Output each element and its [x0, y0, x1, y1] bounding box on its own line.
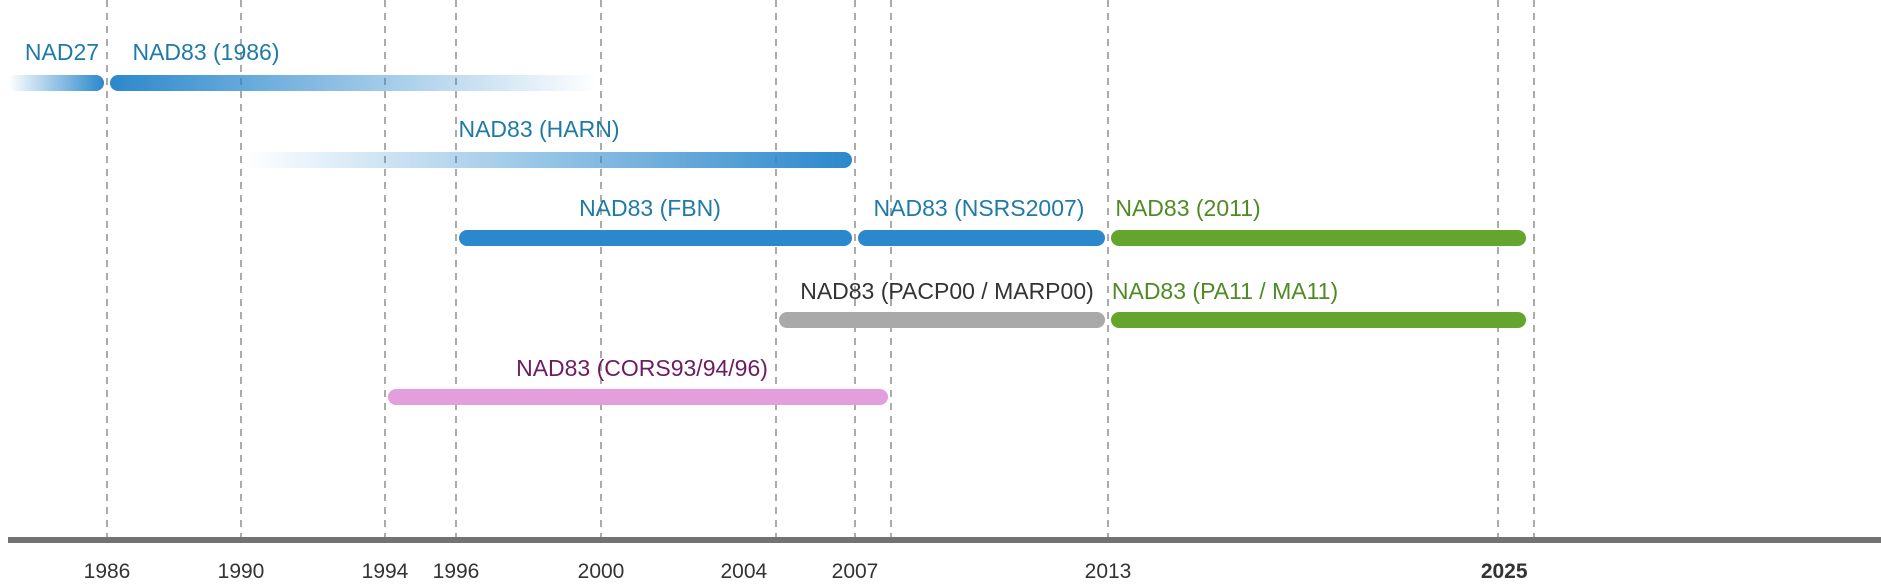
label-nad83-cors93-94-96: NAD83 (CORS93/94/96): [516, 355, 768, 381]
label-nad83-pa11-ma11: NAD83 (PA11 / MA11): [1112, 278, 1338, 304]
label-nad83-harn: NAD83 (HARN): [458, 116, 619, 142]
tick-label-2025: 2025: [1481, 560, 1528, 583]
label-nad83-1986: NAD83 (1986): [132, 39, 279, 65]
bar-nad83-harn: [244, 152, 852, 168]
tick-label-2000: 2000: [578, 560, 625, 583]
bar-nad83-pa11-ma11: [1111, 312, 1526, 328]
tick-label-1986: 1986: [84, 560, 131, 583]
label-nad27: NAD27: [25, 39, 99, 65]
tick-label-2007: 2007: [832, 560, 879, 583]
bar-nad83-cors93-94-96: [388, 389, 888, 405]
bar-labels: NAD27 NAD83 (1986) NAD83 (HARN) NAD83 (FBN)…: [25, 39, 1338, 381]
label-nad83-pacp00-marp00: NAD83 (PACP00 / MARP00): [800, 278, 1094, 304]
bar-nad83-2011: [1111, 230, 1526, 246]
tick-label-1996: 1996: [433, 560, 480, 583]
tick-label-2004: 2004: [720, 560, 767, 583]
timeline-bars: [8, 75, 1526, 405]
tick-label-1990: 1990: [218, 560, 265, 583]
bar-nad27: [8, 75, 104, 91]
label-nad83-fbn: NAD83 (FBN): [579, 195, 721, 221]
tick-label-2013: 2013: [1085, 560, 1132, 583]
bar-nad83-pacp00-marp00: [779, 312, 1105, 328]
label-nad83-nsrs2007: NAD83 (NSRS2007): [874, 195, 1085, 221]
gridlines: [106, 0, 1535, 537]
time-axis-ticks: 1986 1990 1994 1996 2000 2004 2007 2013 2025: [84, 560, 1528, 583]
bar-nad83-1986: [110, 75, 598, 91]
label-nad83-2011: NAD83 (2011): [1115, 195, 1260, 221]
bar-nad83-nsrs2007: [858, 230, 1105, 246]
bar-nad83-fbn: [459, 230, 852, 246]
tick-label-1994: 1994: [362, 560, 409, 583]
